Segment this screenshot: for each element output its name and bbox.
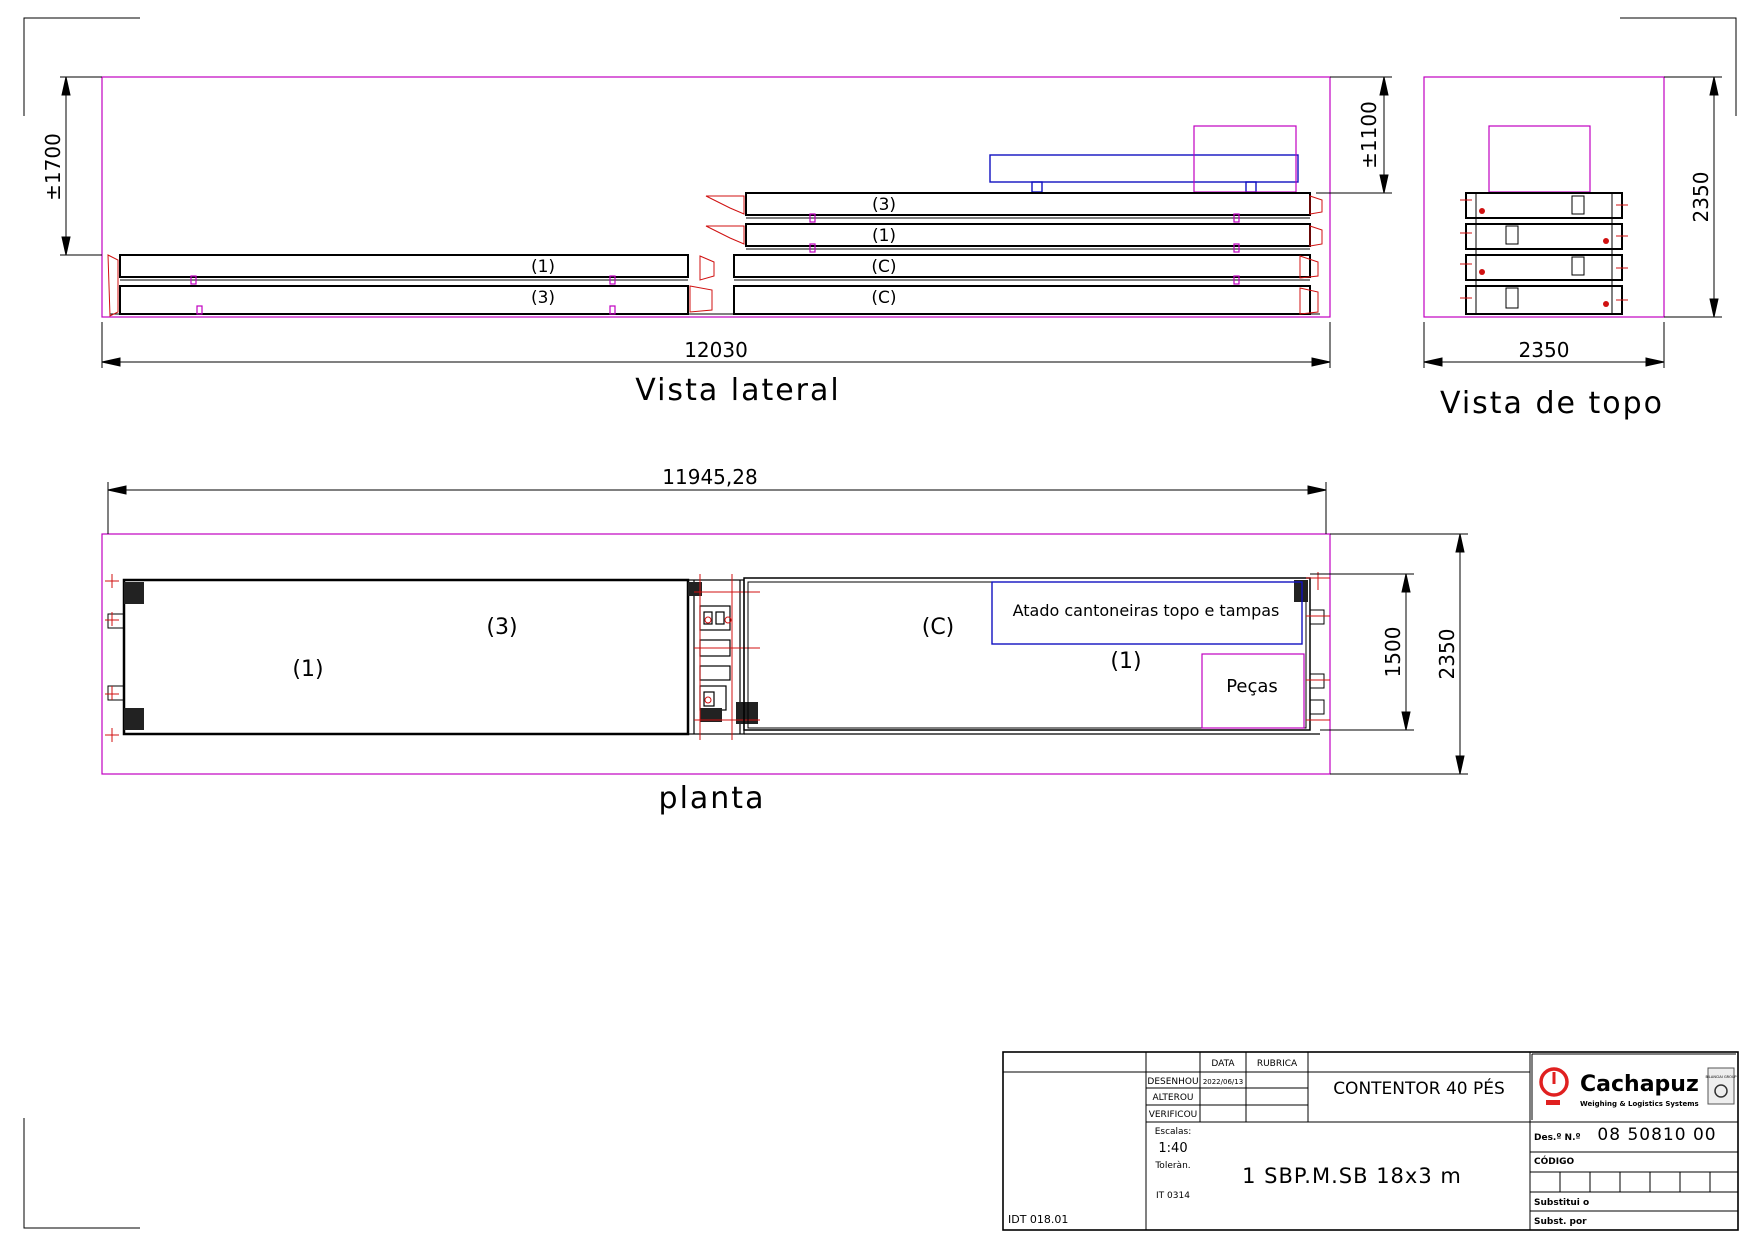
tb-group-label: BILANCIAI GROUP [1705, 1075, 1736, 1079]
sheet-corner-marks [23, 17, 1737, 1229]
plan-dim-width: 2350 [1435, 629, 1459, 680]
lateral-dim-load: ±1100 [1357, 101, 1381, 169]
lateral-label-right-4: (C) [871, 288, 896, 308]
tb-escala: 1:40 [1158, 1141, 1187, 1156]
tb-row-alterou: ALTEROU [1152, 1093, 1193, 1103]
tb-substitui-label: Substitui o [1534, 1198, 1589, 1208]
tb-row-desenhou: DESENHOU [1147, 1077, 1198, 1087]
group-badge-icon [1707, 1067, 1735, 1105]
plan-label-1-left: (1) [292, 657, 323, 682]
tb-col-rubrica: RUBRICA [1257, 1059, 1298, 1069]
plan-parts-label: Peças [1226, 676, 1278, 697]
tb-toleran-label: Toleràn. [1154, 1161, 1190, 1171]
plan-label-1-right: (1) [1110, 649, 1141, 674]
lateral-label-left-bottom: (3) [531, 288, 555, 308]
tb-row-verificou: VERIFICOU [1149, 1110, 1198, 1120]
lateral-label-right-1: (3) [872, 195, 896, 215]
company-logo: Cachapuz Weighing & Logistics Systems BI… [1539, 1067, 1737, 1108]
tb-title: CONTENTOR 40 PÉS [1333, 1077, 1505, 1099]
top-dim-height: 2350 [1689, 172, 1713, 223]
lateral-view: (1) (3) (3) (1) (C) (C) 12030 ±1700 ±110… [41, 76, 1392, 408]
plan-dim-length: 11945,28 [662, 465, 757, 489]
lateral-dim-height: ±1700 [41, 133, 65, 201]
tb-col-data: DATA [1211, 1059, 1235, 1069]
lateral-dim-length: 12030 [684, 338, 748, 362]
tb-toleran: IT 0314 [1156, 1191, 1190, 1201]
plan-label-c: (C) [922, 615, 955, 640]
lateral-label-right-3: (C) [871, 257, 896, 277]
top-dim-width: 2350 [1519, 338, 1570, 362]
tb-subtitle: 1 SBP.M.SB 18x3 m [1242, 1164, 1462, 1188]
tb-company: Cachapuz [1580, 1072, 1699, 1097]
title-block: DATA RUBRICA DESENHOU 2022/06/13 ALTEROU… [1002, 1051, 1739, 1231]
lateral-view-title: Vista lateral [635, 373, 841, 408]
plan-view-title: planta [659, 781, 766, 816]
logo-mark-icon [1539, 1067, 1569, 1097]
lateral-label-left-top: (1) [531, 257, 555, 277]
tb-date-desenhou: 2022/06/13 [1203, 1078, 1243, 1086]
tb-idt: IDT 018.01 [1008, 1213, 1068, 1226]
tb-escalas-label: Escalas: [1155, 1127, 1192, 1137]
plan-box-label: Atado cantoneiras topo e tampas [1013, 601, 1280, 620]
plan-label-3: (3) [486, 615, 517, 640]
tb-subst-por-label: Subst. por [1534, 1217, 1587, 1227]
tb-codigo-label: CÓDIGO [1534, 1155, 1574, 1167]
top-view-title: Vista de topo [1440, 386, 1664, 421]
tb-des-number: 08 50810 00 [1597, 1125, 1716, 1145]
top-view: 2350 2350 Vista de topo [1423, 76, 1722, 421]
plan-view: (3) (1) (C) (1) Atado cantoneiras topo e… [101, 465, 1468, 816]
tb-des-label: Des.º N.º [1534, 1133, 1581, 1143]
plan-dim-inner: 1500 [1381, 627, 1405, 678]
lateral-label-right-2: (1) [872, 226, 896, 246]
tb-company-tagline: Weighing & Logistics Systems [1580, 1100, 1699, 1108]
